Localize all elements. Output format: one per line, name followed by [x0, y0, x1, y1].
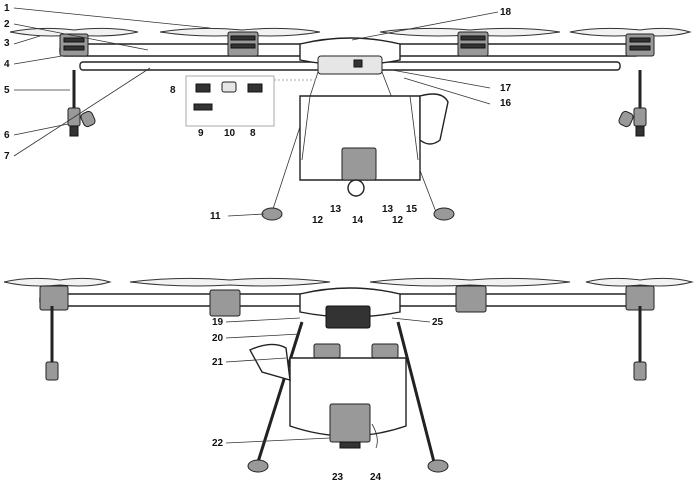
callout-17: 17 [500, 83, 512, 94]
callout-11: 11 [210, 211, 221, 222]
motor-2 [228, 32, 258, 56]
foot-left [262, 208, 282, 220]
rear-propeller-1 [4, 278, 110, 286]
inset-part-9 [194, 104, 212, 110]
callout-13a: 13 [330, 204, 342, 215]
callout-8b: 8 [250, 128, 256, 139]
callout-14: 14 [352, 215, 364, 226]
callout-3: 3 [4, 38, 10, 49]
rear-foot-left [248, 460, 268, 472]
rear-motor-2 [210, 290, 240, 316]
callout-6: 6 [4, 130, 10, 141]
rear-nozzle-right [634, 362, 646, 380]
inset-part-8b [248, 84, 262, 92]
callout-16: 16 [500, 98, 512, 109]
rear-pump-left [314, 344, 340, 358]
rear-propeller-4 [586, 278, 692, 286]
rear-spreader [250, 344, 290, 380]
motor-3 [458, 32, 488, 56]
callout-22: 22 [212, 438, 224, 449]
tank-outlet [348, 180, 364, 196]
callout-12b: 12 [392, 215, 404, 226]
radar [342, 148, 376, 180]
callout-1: 1 [4, 3, 10, 14]
rear-pump-right [372, 344, 398, 358]
callout-18: 18 [500, 7, 512, 18]
callout-23: 23 [332, 472, 344, 483]
rear-propeller-2 [130, 278, 330, 286]
drone-rear-view [4, 278, 692, 472]
rear-radar-mount [340, 442, 360, 448]
callout-5: 5 [4, 85, 10, 96]
callout-7: 7 [4, 151, 10, 162]
drone-front-view [10, 28, 690, 220]
callout-19: 19 [212, 317, 224, 328]
inset-part-8a [196, 84, 210, 92]
rear-nozzle-left [46, 362, 58, 380]
rear-foot-right [428, 460, 448, 472]
callout-13b: 13 [382, 204, 394, 215]
rear-motor-3 [456, 286, 486, 312]
callout-24: 24 [370, 472, 382, 483]
callout-4: 4 [4, 59, 10, 70]
callout-15: 15 [406, 204, 418, 215]
nozzle-left [68, 70, 96, 136]
spreader [420, 94, 448, 144]
rear-control-box [326, 306, 370, 328]
callout-21: 21 [212, 357, 224, 368]
motor-4 [626, 34, 654, 56]
callout-2: 2 [4, 19, 10, 30]
fuselage-lower [318, 56, 382, 74]
foot-right [434, 208, 454, 220]
callout-10: 10 [224, 128, 236, 139]
callout-12a: 12 [312, 215, 324, 226]
callout-9: 9 [198, 128, 204, 139]
inset-part-10 [222, 82, 236, 92]
nozzle-right [618, 70, 646, 136]
callout-8a: 8 [170, 85, 176, 96]
rear-propeller-3 [370, 278, 570, 286]
rear-motor-1 [40, 286, 68, 310]
callout-25: 25 [432, 317, 444, 328]
status-light [354, 60, 362, 67]
callout-20: 20 [212, 333, 224, 344]
rear-radar [330, 404, 370, 442]
